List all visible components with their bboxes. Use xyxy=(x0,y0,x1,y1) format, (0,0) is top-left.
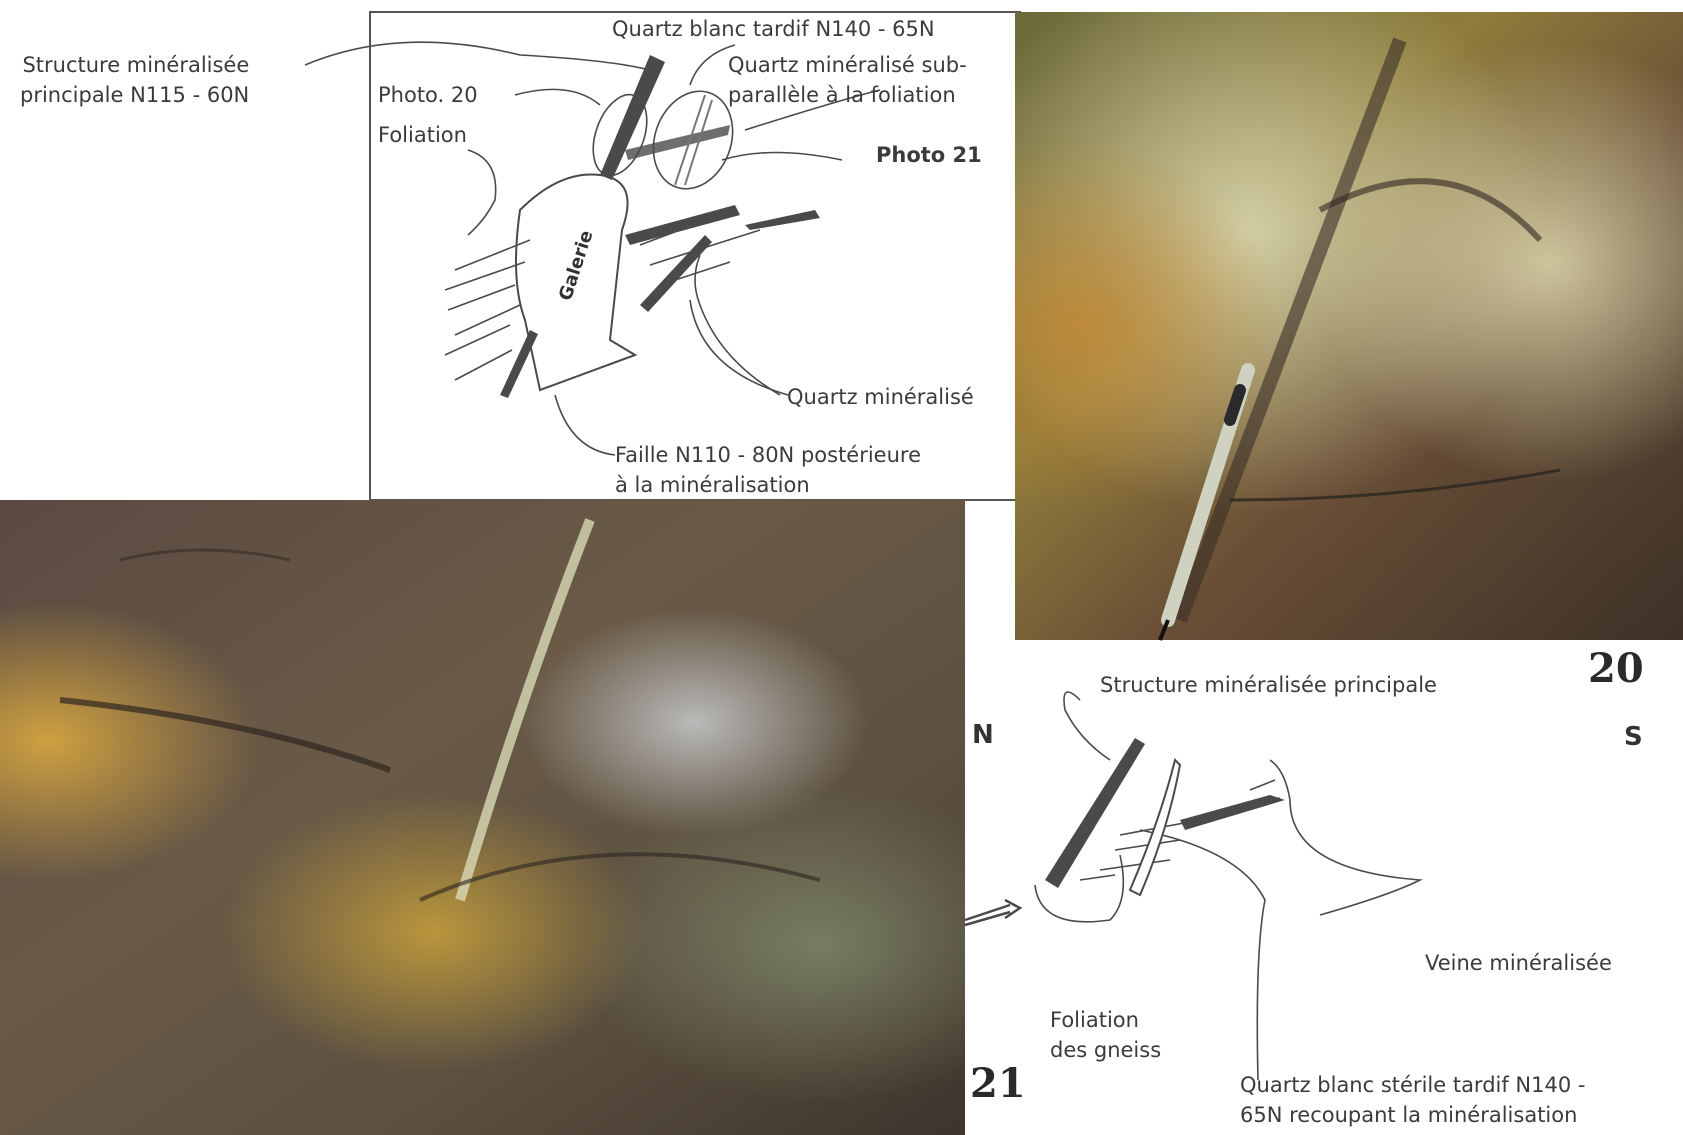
foliation-label: Foliation xyxy=(378,120,467,150)
quartz-mineralise-label: Quartz minéralisé xyxy=(787,382,974,412)
veine-label: Veine minéralisée xyxy=(1425,948,1612,978)
photo-20-number: 20 xyxy=(1588,645,1644,692)
quartz-white-vein xyxy=(1130,760,1180,895)
faille-label: Faille N110 - 80N postérieure à la minér… xyxy=(615,440,921,500)
foliation-gneiss-label: Foliation des gneiss xyxy=(1050,1005,1161,1065)
structure-principale-bottom-label: Structure minéralisée principale xyxy=(1100,670,1437,700)
photo-21-number: 21 xyxy=(970,1060,1026,1107)
north-label: N xyxy=(972,720,994,750)
link-arrow xyxy=(965,905,1010,925)
photo21-label: Photo 21 xyxy=(876,140,982,170)
structure-principale-top-label: Structure minéralisée principale N115 - … xyxy=(20,50,249,110)
south-label: S xyxy=(1624,722,1643,752)
quartz-sub-parallel-label: Quartz minéralisé sub- parallèle à la fo… xyxy=(728,50,967,110)
quartz-blanc-tardif-label: Quartz blanc tardif N140 - 65N xyxy=(612,14,935,44)
photo20-label: Photo. 20 xyxy=(378,80,478,110)
quartz-sterile-label: Quartz blanc stérile tardif N140 - 65N r… xyxy=(1240,1070,1585,1130)
